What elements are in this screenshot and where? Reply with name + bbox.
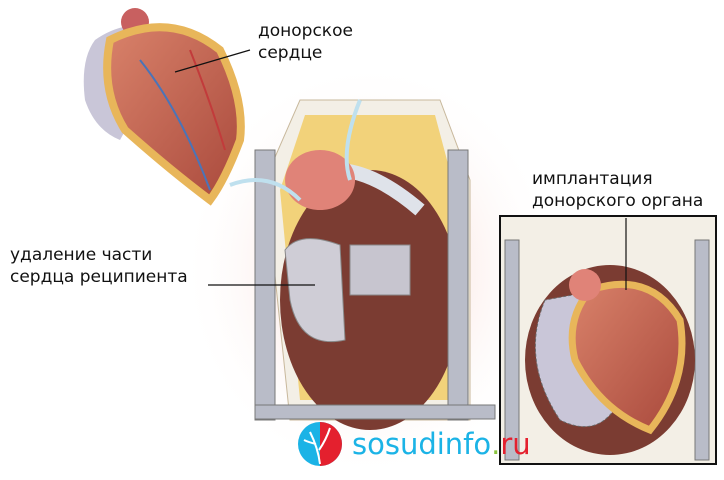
- implant-inset: [499, 215, 717, 465]
- donor-heart: [83, 8, 245, 206]
- label-line: донорского органа: [532, 191, 704, 211]
- chest-opening: [229, 99, 496, 430]
- label-implant: имплантация донорского органа: [532, 168, 703, 212]
- label-donor-heart: донорское сердце: [258, 20, 353, 64]
- sosudinfo-logo: sosudinfo.ru: [296, 420, 531, 468]
- label-line: имплантация: [532, 169, 653, 189]
- logo-tld: ru: [500, 427, 531, 461]
- label-line: сердце: [258, 43, 323, 63]
- label-line: удаление части: [10, 245, 153, 265]
- logo-vessel-icon: [298, 422, 342, 466]
- label-line: донорское: [258, 21, 353, 41]
- logo-name: sosudinfo: [352, 427, 492, 461]
- label-line: сердца реципиента: [10, 267, 188, 287]
- pointer-line-donor: [174, 49, 251, 73]
- logo-dot: .: [491, 427, 501, 461]
- label-removal: удаление части сердца реципиента: [10, 244, 188, 288]
